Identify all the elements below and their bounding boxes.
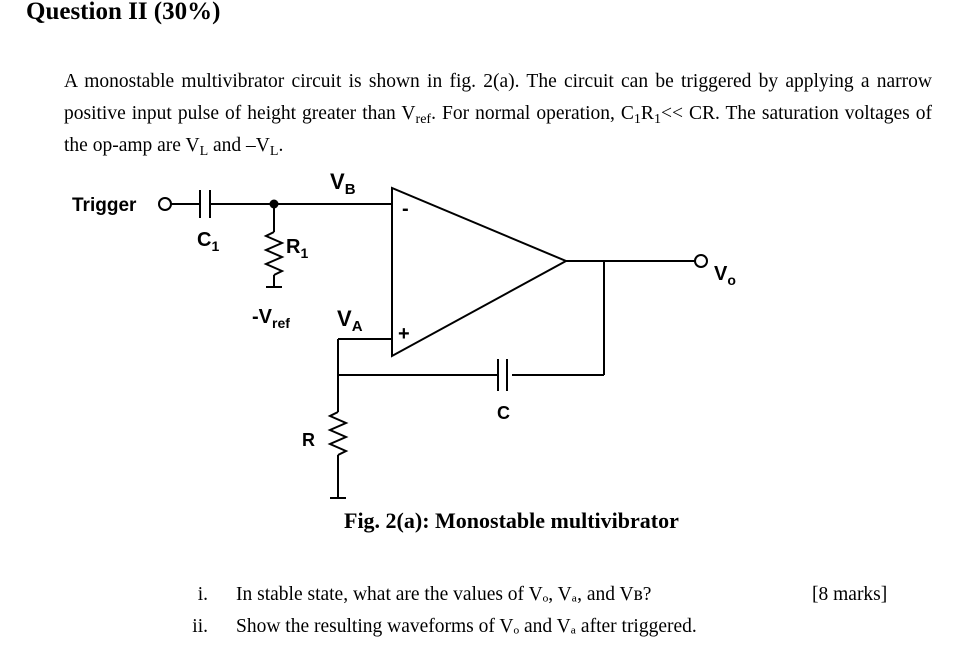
r1-label-sub: 1 bbox=[300, 245, 308, 261]
desc-sub-ref: ref bbox=[415, 110, 432, 127]
trigger-terminal bbox=[158, 197, 172, 211]
junction-dot bbox=[269, 199, 279, 209]
c1-label-sub: 1 bbox=[211, 238, 219, 254]
vb-label: VB bbox=[330, 169, 356, 198]
figure-caption: Fig. 2(a): Monostable multivibrator bbox=[344, 508, 679, 533]
c1-label-main: C bbox=[197, 229, 211, 251]
va-label: VA bbox=[337, 306, 363, 335]
question-marks: [8 marks] bbox=[812, 584, 888, 605]
desc-part-2: . For normal operation, C bbox=[431, 103, 634, 124]
va-label-sub: A bbox=[352, 318, 363, 335]
desc-r: R bbox=[640, 103, 654, 124]
vo-label-sub: o bbox=[727, 272, 736, 288]
r1-label-main: R bbox=[286, 236, 301, 258]
question-description: A monostable multivibrator circuit is sh… bbox=[64, 66, 932, 162]
vo-label: Vo bbox=[714, 263, 736, 288]
inverting-input-sign: - bbox=[402, 198, 409, 220]
trigger-label: Trigger bbox=[72, 195, 137, 216]
c-label: C bbox=[497, 403, 510, 423]
r1-label: R1 bbox=[286, 236, 308, 261]
c1-label: C1 bbox=[197, 229, 219, 254]
vb-label-main: V bbox=[330, 169, 345, 194]
va-label-main: V bbox=[337, 306, 352, 331]
question-title: Question II (30%) bbox=[26, 0, 221, 25]
op-amp bbox=[391, 186, 569, 358]
desc-part-5: . bbox=[278, 135, 284, 156]
output-terminal bbox=[694, 254, 708, 268]
question-text: Show the resulting waveforms of Vₒ and V… bbox=[236, 616, 697, 637]
capacitor-c1 bbox=[199, 190, 211, 218]
desc-sub-l2: L bbox=[269, 142, 279, 159]
desc-sub-l1: L bbox=[199, 142, 209, 159]
question-number: i. bbox=[197, 584, 208, 605]
vref-label-main: -V bbox=[252, 306, 273, 328]
noninverting-input-sign: + bbox=[398, 323, 410, 345]
desc-sub-c1: 1 bbox=[633, 110, 641, 127]
desc-part-3: << CR. The saturation voltages of the op… bbox=[64, 103, 933, 156]
vref-label: -Vref bbox=[252, 306, 290, 331]
vref-label-sub: ref bbox=[272, 315, 290, 331]
desc-sub-r1: 1 bbox=[653, 110, 661, 127]
vb-label-sub: B bbox=[345, 181, 356, 198]
resistor-r bbox=[327, 411, 349, 456]
r-label: R bbox=[302, 430, 315, 450]
question-number: ii. bbox=[192, 616, 208, 637]
desc-part-1: A monostable multivibrator circuit is sh… bbox=[64, 71, 932, 124]
vo-label-main: V bbox=[714, 263, 728, 285]
desc-part-4: and –V bbox=[208, 135, 270, 156]
resistor-r1 bbox=[263, 231, 285, 276]
question-text: In stable state, what are the values of … bbox=[236, 584, 652, 605]
capacitor-c bbox=[497, 359, 508, 391]
